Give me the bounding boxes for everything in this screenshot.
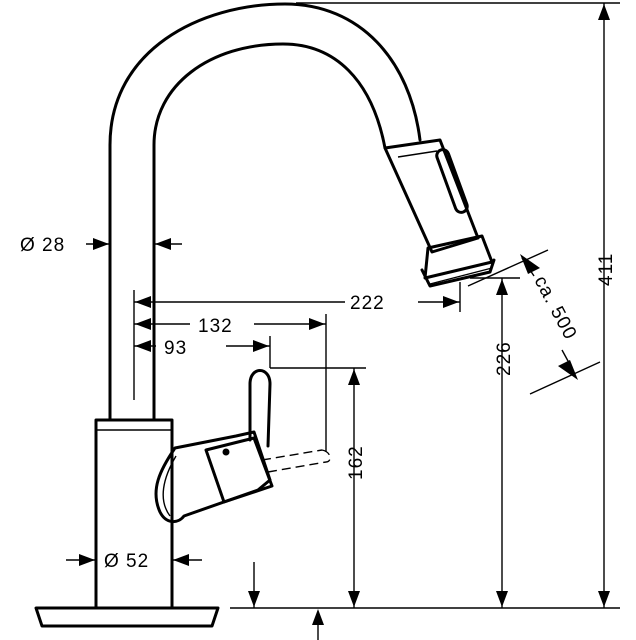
base-side-arrow bbox=[248, 591, 260, 607]
dim-132-arrow-left bbox=[135, 318, 151, 330]
dim-52-arrow-right bbox=[173, 554, 189, 566]
label-total-height: 411 bbox=[596, 253, 617, 286]
pullout-arrow-bottom bbox=[558, 360, 578, 380]
spout-tube bbox=[108, 2, 422, 422]
dim-93-arrow-left bbox=[135, 340, 151, 352]
dim-222-arrow-left bbox=[135, 296, 151, 308]
dim-226-arrow-bottom bbox=[496, 591, 508, 607]
label-spout-height: 226 bbox=[494, 341, 515, 376]
dim-132-arrow-right bbox=[309, 318, 325, 330]
pullout-arrow-top bbox=[520, 254, 540, 274]
label-lever-offset: 93 bbox=[164, 338, 187, 359]
dim-162-arrow-bottom bbox=[348, 591, 360, 607]
spray-button bbox=[435, 148, 469, 214]
dim-28-arrow-left bbox=[93, 238, 109, 250]
under-counter-arrow bbox=[312, 609, 324, 625]
label-handle-reach: 132 bbox=[198, 316, 233, 337]
dim-226-arrow-top bbox=[496, 279, 508, 295]
pullout-ext-bottom bbox=[529, 361, 601, 395]
dim-222-arrow-right bbox=[443, 296, 459, 308]
faucet-outline bbox=[34, 2, 620, 628]
dim-411-arrow-top bbox=[598, 4, 610, 20]
dim-162-arrow-top bbox=[348, 369, 360, 385]
lever-alt-position bbox=[261, 449, 331, 473]
spray-nozzle bbox=[420, 234, 496, 288]
pullout-ext-top bbox=[467, 249, 549, 287]
spray-head-seam bbox=[397, 150, 438, 158]
label-handle-height: 162 bbox=[346, 445, 367, 480]
handle-lever bbox=[248, 369, 272, 448]
label-pipe-diameter: Ø 28 bbox=[20, 235, 65, 256]
label-pullout-length: ca. 500 bbox=[530, 272, 581, 343]
label-base-diameter: Ø 52 bbox=[104, 551, 149, 572]
dim-52-arrow-left bbox=[79, 554, 95, 566]
dim-28-arrow-right bbox=[155, 238, 171, 250]
mixer-cap-screw bbox=[222, 448, 230, 456]
counter-plate bbox=[34, 606, 220, 628]
mixer-cap bbox=[204, 436, 274, 504]
label-spout-reach: 222 bbox=[350, 293, 385, 314]
dimension-lines bbox=[66, 2, 620, 640]
spray-face bbox=[429, 267, 493, 285]
dim-411-arrow-bottom bbox=[598, 591, 610, 607]
dim-93-arrow-right bbox=[253, 340, 269, 352]
